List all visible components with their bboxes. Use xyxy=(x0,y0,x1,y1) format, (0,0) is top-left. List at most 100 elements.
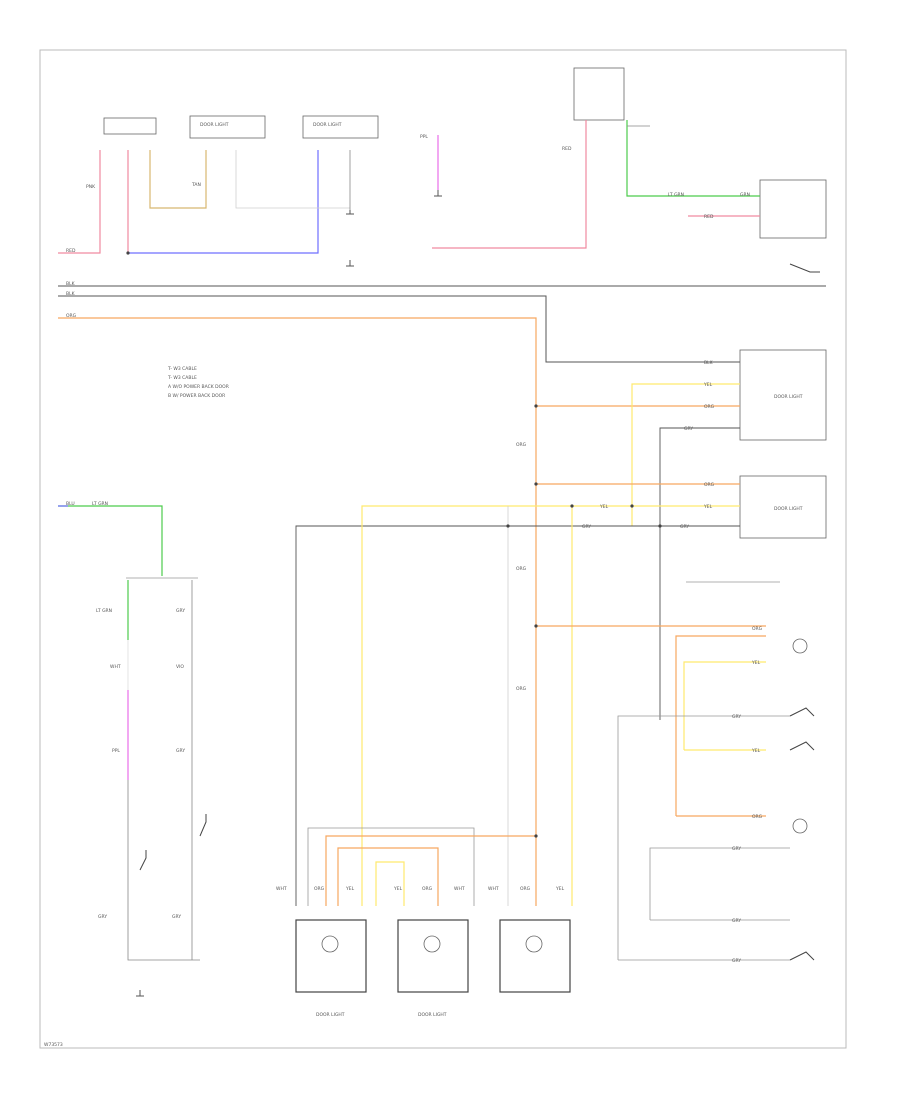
wire-label: RED xyxy=(562,146,572,152)
wire-orange-r4 xyxy=(675,635,766,816)
wire-label: ORG xyxy=(704,482,715,488)
wire-label: GRY xyxy=(732,714,741,720)
wire-yellow-bottom xyxy=(375,861,405,906)
wire-yellow-long xyxy=(361,505,632,906)
wire-label: YEL xyxy=(751,660,761,666)
legend: T- W3 CABLE T- W3 CABLE A W/O POWER BACK… xyxy=(167,366,229,399)
wire-label: GRY xyxy=(732,846,741,852)
wire-gray-r1 xyxy=(659,427,740,720)
wire-label: YEL xyxy=(345,886,355,892)
component-label: DOOR LIGHT xyxy=(313,122,342,128)
wire-label: ORG xyxy=(314,886,325,892)
junction-dots xyxy=(126,251,662,838)
switch-left-1 xyxy=(139,850,147,871)
wire-label: GRY xyxy=(732,918,741,924)
ground-symbol-2 xyxy=(346,260,354,267)
wire-label: ORG xyxy=(752,814,763,820)
bottom-module-3 xyxy=(499,919,571,993)
wire-label: LT GRN xyxy=(668,192,684,198)
ground-symbol-left xyxy=(136,990,144,997)
footer-code: W73573 xyxy=(44,1042,63,1048)
wire-label: PPL xyxy=(112,748,120,754)
wire-label: WHT xyxy=(454,886,465,892)
legend-item-2: T- W3 CABLE xyxy=(167,375,197,381)
wire-label: WHT xyxy=(488,886,499,892)
legend-item-1: T- W3 CABLE xyxy=(167,366,197,372)
wire-label: GRY xyxy=(172,914,181,920)
switch-left-2 xyxy=(199,814,207,837)
rear-door-connector xyxy=(739,475,827,539)
wire-gray-left-1 xyxy=(127,780,200,961)
wire-label: YEL xyxy=(703,382,713,388)
wire-label: ORG xyxy=(752,626,763,632)
wire-label: VIO xyxy=(176,664,184,670)
ecu-box-1 xyxy=(189,115,266,139)
bulb-icon-2 xyxy=(792,818,808,834)
wire-green-top xyxy=(626,120,760,197)
component-label: DOOR LIGHT xyxy=(200,122,229,128)
wire-tan xyxy=(149,150,207,209)
component-label: DOOR LIGHT xyxy=(774,506,803,512)
wire-label: PNK xyxy=(86,184,96,190)
bus-line-orange xyxy=(58,317,537,906)
wire-label: BLK xyxy=(704,360,714,366)
wire-label: BLK xyxy=(66,281,76,287)
wire-red-top-left xyxy=(58,150,101,254)
power-distribution-box xyxy=(573,67,625,121)
wire-label: GRY xyxy=(98,914,107,920)
wire-label: ORG xyxy=(422,886,433,892)
wire-gray-top xyxy=(235,150,350,209)
wire-label: GRY xyxy=(582,524,591,530)
wire-label: LT GRN xyxy=(92,501,108,507)
wire-label: PPL xyxy=(420,134,428,140)
component-label: DOOR LIGHT xyxy=(418,1012,447,1018)
wire-label: YEL xyxy=(555,886,565,892)
switch-right-2 xyxy=(789,741,815,751)
switch-right-1 xyxy=(789,707,815,717)
bottom-module-2 xyxy=(397,919,469,993)
wire-label: YEL xyxy=(703,504,713,510)
ecu-box-2 xyxy=(302,115,379,139)
component-label: DOOR LIGHT xyxy=(316,1012,345,1018)
wire-label: ORG xyxy=(516,566,527,572)
component-label: DOOR LIGHT xyxy=(774,394,803,400)
legend-item-3: A W/O POWER BACK DOOR xyxy=(168,384,229,390)
switch-top-right xyxy=(789,263,820,273)
wire-label: ORG xyxy=(516,442,527,448)
wire-red-top-mid xyxy=(432,120,587,249)
wire-label: GRN xyxy=(740,192,750,198)
wire-yellow-r3 xyxy=(683,661,766,750)
wire-label: WHT xyxy=(110,664,121,670)
wire-gray-bottom xyxy=(307,827,475,906)
main-body-ecu xyxy=(759,179,827,239)
wire-label: YEL xyxy=(751,748,761,754)
bulb-icon-4 xyxy=(423,935,441,953)
wire-orange-bottom-2 xyxy=(337,847,439,906)
wire-gray-r4 xyxy=(649,847,790,920)
wire-label: TAN xyxy=(191,182,201,188)
ground-symbol-3 xyxy=(434,190,442,197)
ground-symbol-1 xyxy=(346,210,354,215)
wire-label: RED xyxy=(66,248,76,254)
connector-top-left xyxy=(103,117,157,135)
wire-yellow-r1 xyxy=(631,383,740,526)
wire-label: BLK xyxy=(66,291,76,297)
wire-label: GRY xyxy=(684,426,693,432)
wire-green-left xyxy=(58,505,163,576)
wire-label: ORG xyxy=(704,404,715,410)
wire-blue xyxy=(128,150,319,254)
legend-item-4: B W/ POWER BACK DOOR xyxy=(168,393,225,399)
wire-label: ORG xyxy=(66,313,77,319)
bulb-icon-1 xyxy=(792,638,808,654)
wire-orange-bottom xyxy=(325,835,536,906)
wire-gray-r3 xyxy=(617,715,790,960)
wire-gray-r2 xyxy=(295,525,740,906)
switch-right-3 xyxy=(789,951,815,961)
wire-label: RED xyxy=(704,214,714,220)
bottom-module-1 xyxy=(295,919,367,993)
wire-label: ORG xyxy=(516,686,527,692)
wire-label: GRY xyxy=(680,524,689,530)
bulb-icon-3 xyxy=(321,935,339,953)
